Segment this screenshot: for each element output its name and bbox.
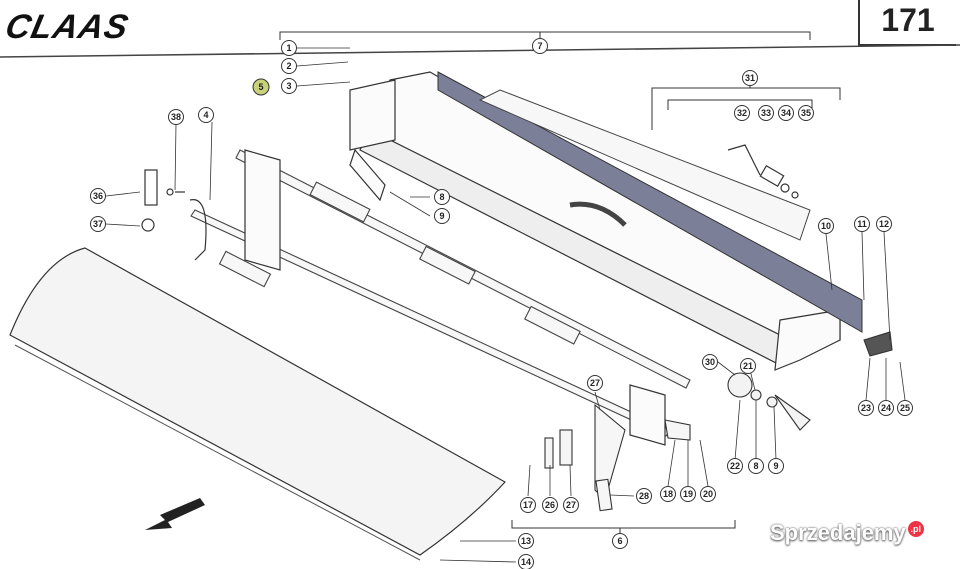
callout-label: 9: [773, 461, 778, 471]
watermark: Sprzedajemy.pl: [770, 520, 924, 546]
callout-8: 8: [748, 458, 764, 474]
right-hardware: [727, 331, 893, 431]
callout-label: 18: [663, 489, 673, 499]
callout-12: 12: [876, 216, 892, 232]
callout-24: 24: [878, 400, 894, 416]
callout-20: 20: [700, 486, 716, 502]
callout-10: 10: [818, 218, 834, 234]
callout-13: 13: [518, 533, 534, 549]
callout-label: 30: [705, 357, 715, 367]
header-rule: [0, 44, 960, 58]
bracket-6: [511, 520, 736, 529]
callout-8: 8: [434, 189, 450, 205]
callout-label: 19: [683, 489, 693, 499]
callout-label: 35: [801, 108, 811, 118]
callout-label: 32: [737, 108, 747, 118]
callout-18: 18: [660, 486, 676, 502]
lower-levers: [544, 403, 691, 512]
callout-label: 22: [730, 461, 740, 471]
callout-31: 31: [742, 70, 758, 86]
callout-27: 27: [587, 375, 603, 391]
callout-label: 23: [861, 403, 871, 413]
callout-label: 5: [258, 82, 263, 92]
callout-label: 3: [286, 81, 291, 91]
callout-32: 32: [734, 105, 750, 121]
callout-label: 2: [286, 61, 291, 71]
callout-label: 9: [439, 211, 444, 221]
callout-25: 25: [897, 400, 913, 416]
bracket-7: [279, 31, 811, 40]
callout-label: 31: [745, 73, 755, 83]
callout-label: 24: [881, 403, 891, 413]
callout-label: 20: [703, 489, 713, 499]
callout-33: 33: [758, 105, 774, 121]
callout-label: 13: [521, 536, 531, 546]
callout-9: 9: [434, 208, 450, 224]
callout-30: 30: [702, 354, 718, 370]
left-hardware: [141, 169, 207, 261]
rod-assembly: [190, 149, 691, 437]
callout-label: 33: [761, 108, 771, 118]
callout-label: 4: [203, 110, 208, 120]
callout-label: 37: [93, 219, 103, 229]
callout-23: 23: [858, 400, 874, 416]
callout-27: 27: [563, 497, 579, 513]
callout-28: 28: [636, 488, 652, 504]
callout-label: 17: [523, 500, 533, 510]
callout-4: 4: [198, 107, 214, 123]
callout-3: 3: [281, 78, 297, 94]
callout-22: 22: [727, 458, 743, 474]
leader-lines: [105, 47, 906, 563]
callout-label: 8: [753, 461, 758, 471]
callout-label: 27: [590, 378, 600, 388]
page-number-box: 171: [858, 0, 956, 46]
callout-label: 38: [171, 112, 181, 122]
callout-36: 36: [90, 188, 106, 204]
cutter-strip: [437, 71, 863, 333]
callout-label: 25: [900, 403, 910, 413]
callout-37: 37: [90, 216, 106, 232]
callout-11: 11: [854, 216, 870, 232]
callout-label: 34: [781, 108, 791, 118]
callout-label: 36: [93, 191, 103, 201]
spring-assembly: [727, 144, 799, 199]
callout-2: 2: [281, 58, 297, 74]
callout-21: 21: [740, 358, 756, 374]
direction-arrow: [145, 498, 205, 530]
handle: [569, 201, 627, 227]
callout-label: 1: [286, 43, 291, 53]
callout-17: 17: [520, 497, 536, 513]
callout-label: 21: [743, 361, 753, 371]
callout-label: 14: [521, 557, 531, 567]
callout-label: 8: [439, 192, 444, 202]
top-shield: [478, 89, 811, 241]
callout-34: 34: [778, 105, 794, 121]
callout-label: 10: [821, 221, 831, 231]
callout-14: 14: [518, 554, 534, 569]
callout-label: 28: [639, 491, 649, 501]
callout-9: 9: [768, 458, 784, 474]
callout-35: 35: [798, 105, 814, 121]
main-housing: [244, 71, 841, 446]
callout-label: 26: [545, 500, 555, 510]
front-cover-panel: [9, 247, 506, 556]
callout-5: 5: [252, 78, 270, 96]
callout-label: 11: [857, 219, 867, 229]
callout-label: 12: [879, 219, 889, 229]
callout-26: 26: [542, 497, 558, 513]
callout-label: 27: [566, 500, 576, 510]
callout-6: 6: [612, 533, 628, 549]
callout-38: 38: [168, 109, 184, 125]
callout-19: 19: [680, 486, 696, 502]
callout-7: 7: [532, 38, 548, 54]
callout-1: 1: [281, 40, 297, 56]
callout-label: 6: [617, 536, 622, 546]
callout-label: 7: [537, 41, 542, 51]
bracket-31: [651, 87, 841, 130]
page-number: 171: [881, 2, 935, 38]
